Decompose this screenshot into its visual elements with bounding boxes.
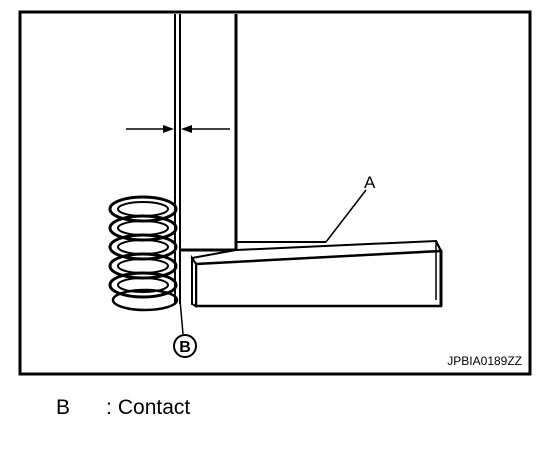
block-a (190, 239, 443, 308)
label-b: B (179, 339, 191, 356)
gap-dimension (126, 125, 230, 133)
legend-key: B (56, 396, 71, 419)
label-b-callout: B (173, 334, 197, 358)
coil-spring (108, 195, 179, 312)
figure-frame (18, 10, 532, 376)
body-shelf (235, 241, 326, 250)
leader-a (325, 189, 367, 243)
figure-code: JPBIA0189ZZ (447, 354, 522, 368)
leader-b (179, 299, 184, 335)
legend-separator: : (106, 396, 112, 419)
legend-row: B:Contact (56, 396, 190, 420)
legend-text: Contact (117, 396, 191, 419)
diagram-figure: A B JPBIA0189ZZ (18, 10, 532, 376)
label-a: A (364, 173, 376, 192)
